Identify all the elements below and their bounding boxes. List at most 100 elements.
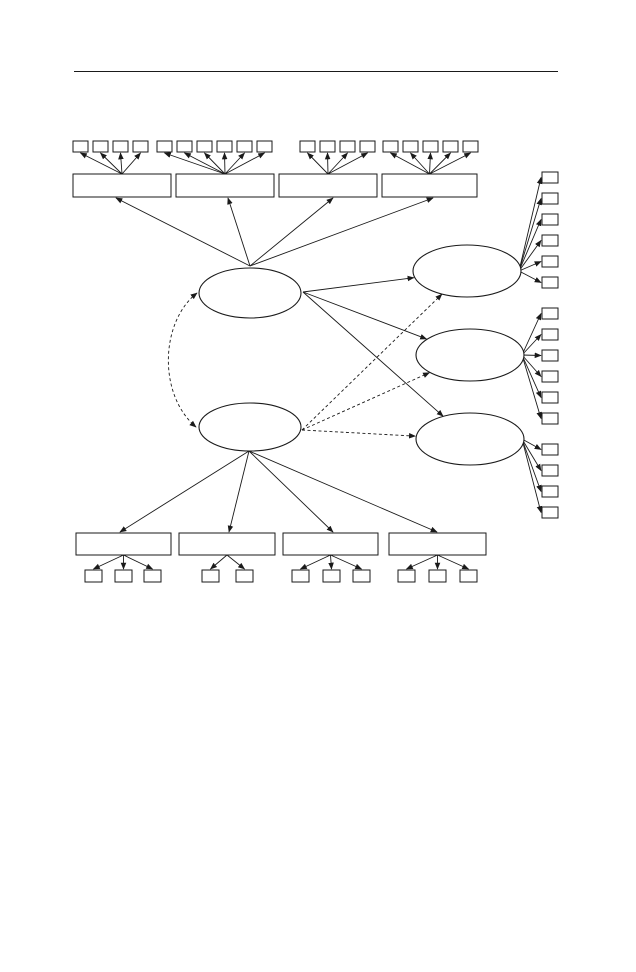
structural-path-1 (302, 275, 415, 293)
top-indicator-arrow-3-2 (324, 152, 331, 175)
latent-exogenous-bottom (198, 402, 302, 452)
top-indicator-3-3 (339, 140, 356, 153)
top-indicator-arrow-2-4 (221, 152, 228, 175)
right-indicator-2-4 (541, 370, 559, 383)
bottom-indicator-arrow-2-2 (226, 554, 246, 570)
top-dimension-box-1 (72, 173, 172, 198)
right-indicator-2-5 (541, 391, 559, 404)
bottom-indicator-arrow-4-1 (405, 554, 438, 570)
bottom-indicator-2-1 (201, 569, 220, 583)
right-indicator-arrow-1-6 (518, 270, 542, 283)
correlation-curve-1 (167, 292, 198, 428)
loading-bottom-3 (248, 450, 334, 533)
right-indicator-arrow-1-3 (518, 218, 542, 272)
bottom-dimension-box-2 (178, 532, 276, 556)
structural-path-4 (301, 293, 443, 431)
top-indicator-arrow-2-2 (183, 152, 226, 175)
top-indicator-arrow-3-3 (327, 152, 348, 175)
structural-path-3 (302, 291, 444, 417)
latent-endogenous-2 (415, 328, 525, 382)
top-indicator-3-4 (359, 140, 376, 153)
right-indicator-1-1 (541, 171, 559, 184)
right-indicator-1-6 (541, 276, 559, 289)
top-indicator-arrow-2-5 (224, 152, 245, 175)
right-indicator-arrow-2-4 (521, 354, 542, 378)
bottom-dimension-box-1 (75, 532, 172, 556)
right-indicator-3-3 (541, 485, 559, 498)
loading-top-3 (249, 197, 334, 267)
right-indicator-1-2 (541, 192, 559, 205)
right-indicator-arrow-2-5 (521, 354, 542, 399)
top-indicator-arrow-3-1 (307, 152, 329, 175)
top-dimension-box-2 (175, 173, 275, 198)
top-indicator-arrow-1-1 (79, 152, 123, 175)
right-indicator-arrow-2-1 (521, 312, 542, 356)
top-indicator-arrow-4-5 (429, 152, 472, 175)
top-indicator-2-5 (236, 140, 253, 153)
structural-path-6 (301, 429, 417, 439)
top-indicator-arrow-4-4 (429, 152, 451, 175)
top-indicator-arrow-4-3 (427, 152, 433, 175)
structural-path-2 (302, 291, 428, 340)
top-indicator-1-1 (72, 140, 89, 153)
bottom-indicator-3-3 (352, 569, 371, 583)
bottom-indicator-4-3 (459, 569, 478, 583)
bottom-indicator-arrow-2-1 (209, 554, 228, 570)
loading-top-1 (115, 197, 251, 267)
bottom-indicator-arrow-1-3 (123, 554, 154, 570)
top-indicator-4-1 (382, 140, 399, 153)
right-indicator-1-4 (541, 234, 559, 247)
right-indicator-arrow-3-2 (521, 438, 542, 472)
right-indicator-2-6 (541, 412, 559, 425)
top-indicator-4-2 (402, 140, 419, 153)
loading-bottom-4 (248, 450, 438, 533)
right-indicator-2-3 (541, 349, 559, 362)
top-indicator-2-2 (176, 140, 193, 153)
bottom-dimension-box-3 (282, 532, 379, 556)
right-indicator-arrow-1-2 (518, 197, 542, 272)
right-indicator-arrow-3-4 (521, 438, 543, 514)
loading-bottom-1 (119, 450, 250, 533)
right-indicator-arrow-1-1 (518, 176, 543, 272)
loading-top-2 (227, 197, 251, 267)
top-indicator-3-1 (299, 140, 316, 153)
top-indicator-2-1 (156, 140, 173, 153)
top-indicator-arrow-1-3 (118, 152, 124, 175)
latent-exogenous-top (198, 267, 302, 319)
top-indicator-arrow-3-4 (327, 152, 369, 175)
top-indicator-1-4 (132, 140, 149, 153)
bottom-indicator-arrow-1-1 (92, 554, 124, 570)
bottom-indicator-arrow-4-3 (437, 554, 470, 570)
bottom-indicator-3-1 (291, 569, 310, 583)
bottom-indicator-4-1 (397, 569, 416, 583)
top-indicator-2-3 (196, 140, 213, 153)
right-indicator-3-1 (541, 443, 559, 456)
right-indicator-2-1 (541, 307, 559, 320)
top-indicator-3-2 (319, 140, 336, 153)
right-indicator-arrow-2-2 (521, 333, 542, 356)
top-indicator-1-2 (92, 140, 109, 153)
top-indicator-arrow-4-1 (389, 152, 430, 175)
right-indicator-arrow-1-5 (518, 261, 542, 272)
right-indicator-arrow-2-6 (521, 354, 542, 420)
bottom-indicator-arrow-3-1 (299, 554, 331, 570)
top-dimension-box-4 (381, 173, 478, 198)
right-indicator-3-4 (541, 506, 559, 519)
right-indicator-3-2 (541, 464, 559, 477)
bottom-indicator-2-2 (235, 569, 254, 583)
right-indicator-arrow-3-3 (521, 438, 542, 493)
right-indicator-arrow-2-3 (521, 352, 542, 359)
bottom-indicator-1-3 (143, 569, 162, 583)
bottom-indicator-3-2 (322, 569, 341, 583)
right-indicator-arrow-1-4 (518, 239, 542, 272)
top-indicator-2-4 (216, 140, 233, 153)
top-indicator-arrow-2-6 (224, 152, 266, 175)
top-indicator-arrow-4-2 (410, 152, 430, 175)
structural-path-5 (301, 372, 431, 431)
bottom-indicator-arrow-3-3 (330, 554, 363, 570)
top-indicator-1-3 (112, 140, 129, 153)
top-indicator-4-5 (462, 140, 479, 153)
bottom-dimension-box-4 (388, 532, 487, 556)
top-indicator-arrow-2-3 (204, 152, 226, 175)
